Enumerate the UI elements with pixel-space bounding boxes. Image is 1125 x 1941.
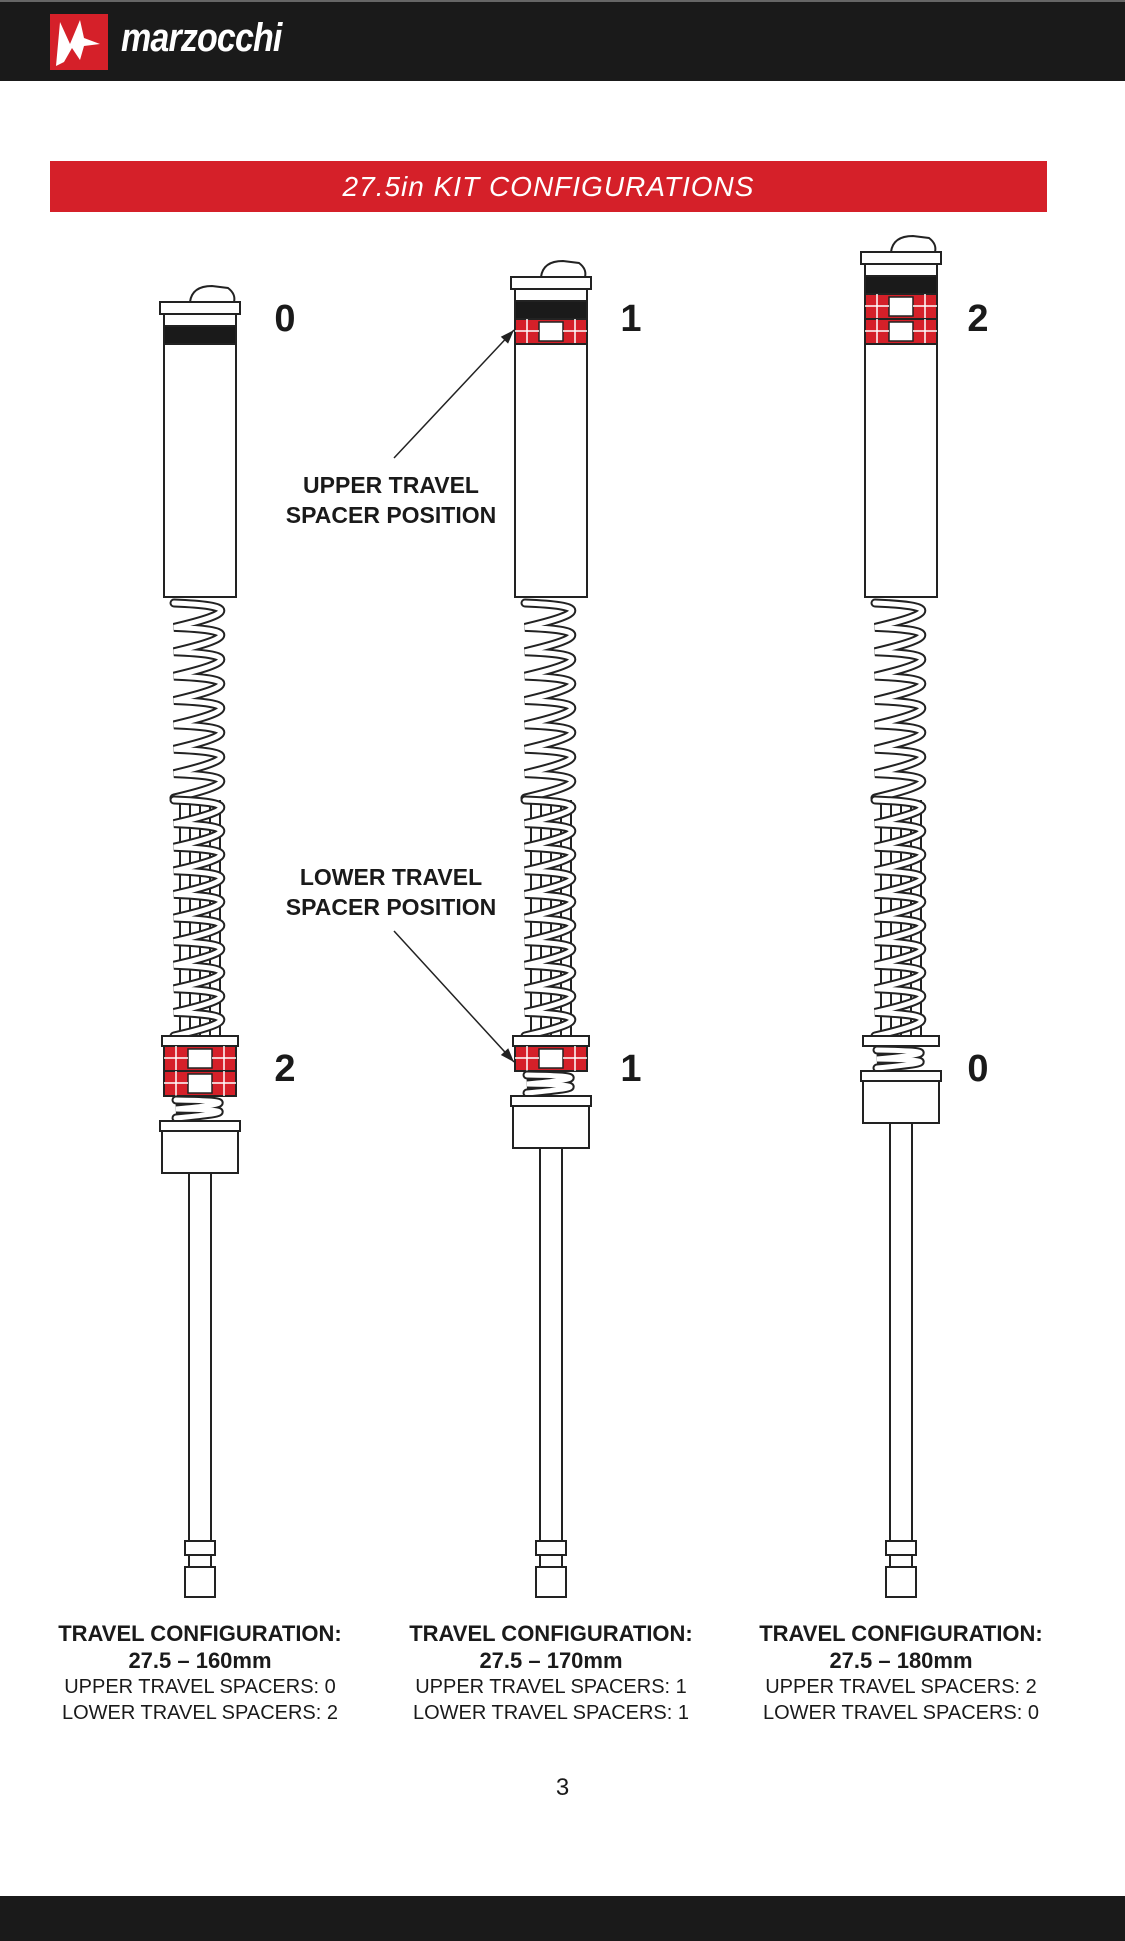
fork-cap-knob [889,234,937,253]
footer-bar [0,1896,1125,1941]
page-number: 3 [555,1774,570,1801]
config-title: TRAVEL CONFIGURATION: [409,1621,693,1646]
config-upper-spacers: UPPER TRAVEL SPACERS: 0 [64,1676,336,1698]
fork-seal-band [514,300,588,320]
fork-cap-knob [188,284,236,303]
spring-seat [862,1035,940,1047]
upper-travel-spacer-grid [865,319,937,344]
damper-base-ring [159,1120,241,1132]
shaft-end [885,1566,917,1598]
fork-seal-band [163,325,237,345]
shaft-thread [539,1554,563,1568]
lower-travel-spacer-grid [515,1046,587,1071]
lower-count-2: 1 [620,1048,642,1090]
upper-spacer-callout: UPPER TRAVEL SPACER POSITION [261,470,521,530]
inner-spring-fill [872,797,925,1039]
callout-line: SPACER POSITION [285,502,497,528]
top-out-spring-fill [524,1072,573,1096]
config-upper-spacers: UPPER TRAVEL SPACERS: 1 [415,1676,687,1698]
upper-travel-spacer-grid [515,319,587,344]
config-travel: 27.5 – 170mm [479,1648,623,1673]
fork-cap-ring [514,288,588,302]
callout-line: LOWER TRAVEL [299,864,483,890]
brand-name: marzocchi [121,16,282,60]
upper-travel-spacer-slot [888,321,914,342]
upper-count-2: 1 [620,298,642,340]
shaft-end [184,1566,216,1598]
main-spring-fill [522,600,575,801]
main-spring-fill [872,600,925,801]
upper-callout-arrow-head [500,330,514,344]
lower-travel-spacer-slot [187,1048,213,1069]
main-spring-fill [171,600,224,801]
fork-cap-ring [864,263,938,277]
air-tube [163,343,237,598]
lower-callout-arrow [393,930,515,1063]
shaft-end [535,1566,567,1598]
shaft-nut [885,1540,917,1556]
inner-spring-fill [171,797,224,1039]
travel-config-1: TRAVEL CONFIGURATION: 27.5 – 160mm UPPER… [35,1620,365,1726]
lower-callout-arrow-head [500,1048,514,1062]
section-banner: 27.5in KIT CONFIGURATIONS [50,161,1047,212]
spring-seat [512,1035,590,1047]
config-lower-spacers: LOWER TRAVEL SPACERS: 1 [412,1702,689,1724]
shaft-nut [535,1540,567,1556]
lower-travel-spacer-slot [538,1048,564,1069]
config-lower-spacers: LOWER TRAVEL SPACERS: 0 [762,1702,1039,1724]
damper-shaft [188,1172,212,1542]
shaft-thread [188,1554,212,1568]
air-tube [864,343,938,598]
spring-seat [161,1035,239,1047]
shaft-thread [889,1554,913,1568]
shaft-nut [184,1540,216,1556]
config-travel: 27.5 – 180mm [829,1648,973,1673]
inner-spring-fill [522,797,575,1039]
fork-cap [860,251,942,265]
lower-spacer-callout: LOWER TRAVEL SPACER POSITION [261,862,521,922]
header-bar: marzocchi [0,0,1125,81]
config-lower-spacers: LOWER TRAVEL SPACERS: 2 [61,1702,338,1724]
callout-line: SPACER POSITION [285,894,497,920]
air-tube [514,343,588,598]
upper-travel-spacer-grid [865,294,937,319]
fork-cap [510,276,592,290]
config-title: TRAVEL CONFIGURATION: [58,1621,342,1646]
damper-base [161,1130,239,1174]
lower-count-1: 2 [274,1048,296,1090]
top-out-spring-fill [874,1047,923,1071]
fork-cap-ring [163,313,237,327]
config-title: TRAVEL CONFIGURATION: [759,1621,1043,1646]
callout-line: UPPER TRAVEL [303,472,479,498]
fork-cap [159,301,241,315]
upper-count-1: 0 [274,298,296,340]
top-out-spring-fill [173,1097,222,1121]
fork-cap-knob [539,259,587,278]
fork-seal-band [864,275,938,295]
lower-count-3: 0 [967,1048,989,1090]
damper-base-ring [510,1095,592,1107]
lower-travel-spacer-grid [164,1046,236,1071]
banner-title: 27.5in KIT CONFIGURATIONS [342,170,755,202]
fork-diagrams [159,234,942,1598]
damper-base [512,1105,590,1149]
config-travel: 27.5 – 160mm [128,1648,272,1673]
lower-travel-spacer-slot [187,1073,213,1094]
damper-base-ring [860,1070,942,1082]
damper-base [862,1080,940,1124]
upper-travel-spacer-slot [538,321,564,342]
lower-travel-spacer-grid [164,1071,236,1096]
damper-shaft [889,1122,913,1542]
marzocchi-logo-icon [50,14,108,70]
travel-config-2: TRAVEL CONFIGURATION: 27.5 – 170mm UPPER… [386,1620,716,1726]
upper-count-3: 2 [967,298,989,340]
travel-config-3: TRAVEL CONFIGURATION: 27.5 – 180mm UPPER… [736,1620,1066,1726]
upper-callout-arrow [393,329,515,459]
damper-shaft [539,1147,563,1542]
upper-travel-spacer-slot [888,296,914,317]
config-upper-spacers: UPPER TRAVEL SPACERS: 2 [765,1676,1037,1698]
